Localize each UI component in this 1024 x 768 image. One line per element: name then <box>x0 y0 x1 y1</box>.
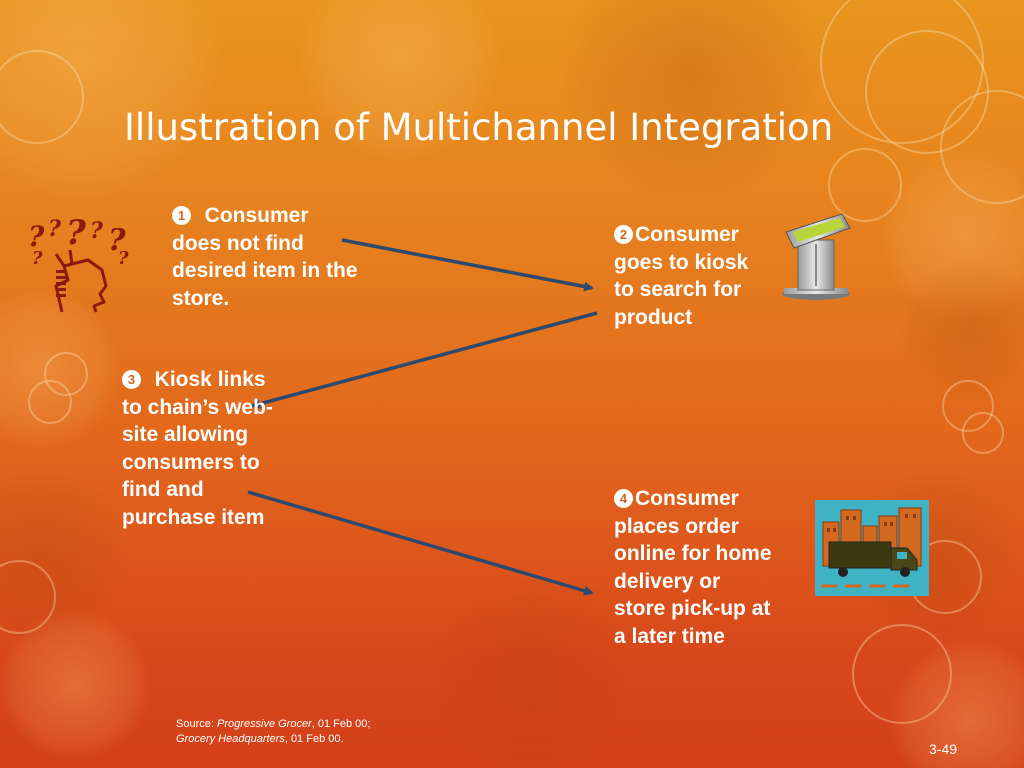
svg-text:?: ? <box>28 220 45 253</box>
svg-text:?: ? <box>118 248 129 269</box>
step-number-badge: 4 <box>614 489 633 508</box>
delivery-truck-icon <box>815 500 929 596</box>
step-1: 1 Consumer does not find desired item in… <box>172 202 362 312</box>
step-text: Consumer places order online for home de… <box>614 487 772 648</box>
arrow-step1-to-step2 <box>341 238 594 292</box>
source-citation: Source: Progressive Grocer, 01 Feb 00; G… <box>176 717 370 747</box>
step-text: Kiosk links to chain’s web-site allowing… <box>122 368 273 529</box>
arrow-step2-to-step3 <box>250 311 598 409</box>
step-number-badge: 2 <box>614 225 633 244</box>
confused-head-icon: ? ? ? ? ? ? ? <box>28 214 129 313</box>
svg-text:?: ? <box>108 223 126 258</box>
step-text: Consumer goes to kiosk to search for pro… <box>614 223 749 329</box>
source-date-1: , 01 Feb 00; <box>311 718 371 730</box>
svg-text:?: ? <box>90 218 104 244</box>
step-text: Consumer does not find desired item in t… <box>172 204 358 310</box>
slide-title: Illustration of Multichannel Integration <box>124 106 834 149</box>
source-ref-1: Progressive Grocer <box>216 718 312 730</box>
step-number-badge: 1 <box>172 206 191 225</box>
source-label: Source: <box>176 718 214 730</box>
step-number-badge: 3 <box>122 370 141 389</box>
svg-text:?: ? <box>48 216 62 242</box>
step-3: 3 Kiosk links to chain’s web-site allowi… <box>122 366 282 531</box>
svg-text:?: ? <box>66 214 87 253</box>
source-ref-2: Grocery Headquarters <box>176 733 285 745</box>
arrow-step3-to-step4 <box>247 490 594 596</box>
source-date-2: , 01 Feb 00. <box>284 733 344 745</box>
svg-text:?: ? <box>32 248 43 269</box>
page-number: 3-49 <box>929 741 958 757</box>
kiosk-icon <box>782 213 851 300</box>
